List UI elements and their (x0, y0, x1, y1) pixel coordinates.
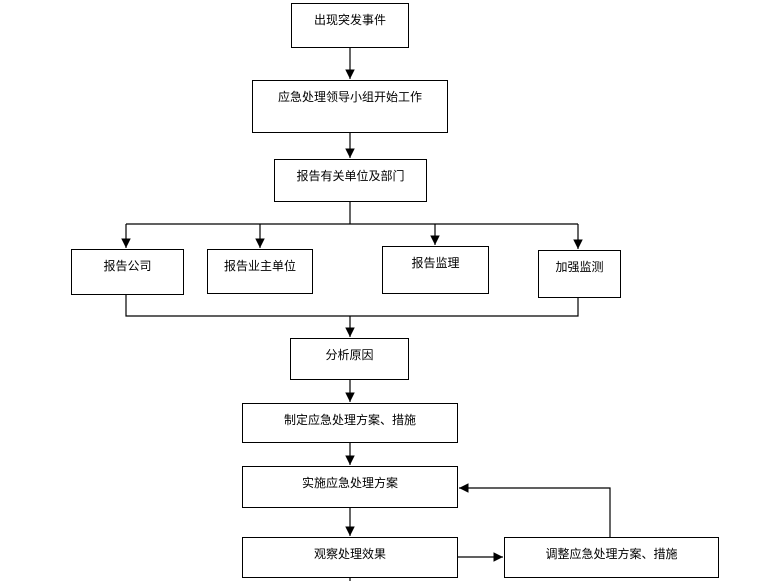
node-report-supervision: 报告监理 (382, 246, 489, 294)
node-strengthen-monitoring-label: 加强监测 (555, 260, 604, 274)
node-strengthen-monitoring: 加强监测 (538, 250, 621, 298)
arrow-adjust-to-implement (459, 483, 611, 537)
node-report-owner: 报告业主单位 (207, 249, 313, 294)
line-merge (125, 295, 579, 317)
node-implement-plan: 实施应急处理方案 (242, 466, 458, 508)
node-report-units-label: 报告有关单位及部门 (296, 169, 405, 183)
node-team-start: 应急处理领导小组开始工作 (252, 80, 448, 133)
node-incident-label: 出现突发事件 (313, 13, 386, 27)
node-report-supervision-label: 报告监理 (411, 256, 460, 270)
node-analyze-cause-label: 分析原因 (325, 348, 374, 362)
node-report-company: 报告公司 (71, 249, 184, 295)
node-implement-plan-label: 实施应急处理方案 (301, 476, 398, 490)
node-analyze-cause: 分析原因 (290, 338, 409, 380)
node-report-units: 报告有关单位及部门 (274, 159, 427, 202)
node-team-start-label: 应急处理领导小组开始工作 (277, 90, 422, 104)
node-observe-effect-label: 观察处理效果 (313, 547, 386, 561)
node-observe-effect: 观察处理效果 (242, 537, 458, 578)
node-make-plan-label: 制定应急处理方案、措施 (283, 413, 416, 427)
node-adjust-plan-label: 调整应急处理方案、措施 (545, 547, 678, 561)
node-adjust-plan: 调整应急处理方案、措施 (504, 537, 719, 578)
node-incident: 出现突发事件 (291, 3, 409, 48)
node-report-owner-label: 报告业主单位 (223, 259, 296, 273)
node-make-plan: 制定应急处理方案、措施 (242, 403, 458, 443)
node-report-company-label: 报告公司 (103, 259, 152, 273)
